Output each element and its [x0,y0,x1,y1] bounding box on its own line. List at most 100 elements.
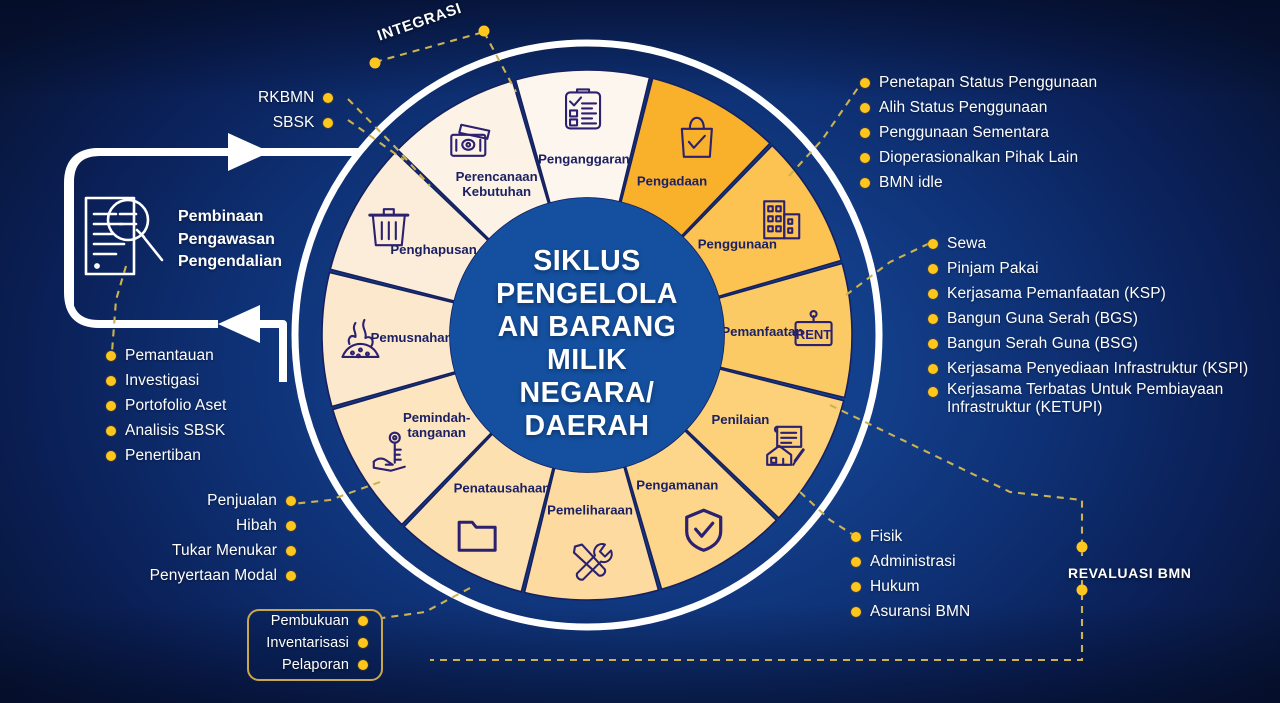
list-item-label: Hibah [236,516,277,534]
bullet-dot-icon [928,387,938,397]
list-item: Penggunaan Sementara [860,120,1097,145]
bullet-dot-icon [928,338,938,349]
list-item-label: Fisik [870,527,903,545]
list-item-label: Kerjasama Terbatas Untuk Pembiayaan Infr… [947,381,1224,416]
list-item-label: Analisis SBSK [125,421,226,439]
list-item-label: SBSK [272,113,315,131]
ring-segment-label: Pengamanan [636,477,718,492]
bullet-dot-icon [286,570,296,581]
list-item-label: Pemantauan [125,346,214,364]
center-line-2: PENGELOLA [496,278,678,311]
bullet-dot-icon [928,313,938,324]
list-item: Pembukuan [247,610,368,632]
pemindahtanganan-items-list: Penjualan Hibah Tukar Menukar Penyertaan… [138,488,296,588]
list-item-label: Alih Status Penggunaan [879,98,1048,116]
list-item: BMN idle [860,170,1097,195]
ring-segment[interactable] [329,150,490,303]
svg-text:RENT: RENT [796,327,831,342]
bullet-dot-icon [928,238,938,249]
list-item: Asuransi BMN [851,599,970,624]
ring-segment[interactable] [684,367,845,520]
list-item: Administrasi [851,549,970,574]
list-item: Inventarisasi [247,632,368,654]
document-magnifier-icon [84,196,164,276]
list-item-label: Penetapan Status Penggunaan [879,73,1098,91]
bullet-dot-icon [860,102,870,113]
list-item-label: Pelaporan [281,657,349,673]
list-item-label: RKBMN [258,88,315,106]
list-item-label: Bangun Serah Guna (BSG) [947,334,1138,352]
list-item-label: Penertiban [125,446,201,464]
center-line-4: MILIK [546,344,628,377]
shield-check-icon [685,508,723,552]
center-line-5: NEGARA/ [519,377,655,410]
list-item-label: Inventarisasi [266,635,349,651]
bullet-dot-icon [851,606,861,617]
list-item-label: Dioperasionalkan Pihak Lain [879,148,1079,166]
ring-segment[interactable] [402,432,555,593]
wrench-screwdriver-icon [572,543,613,581]
bullet-dot-icon [358,638,368,648]
burning-waste-icon [341,318,380,359]
bullet-dot-icon [369,57,381,69]
buildings-icon [763,200,801,240]
list-item-label: Hukum [870,577,920,595]
ring-segment-label: Pemusnahan [371,330,453,345]
list-item-label: Kerjasama Pemanfaatan (KSP) [947,284,1166,302]
list-item-label: Portofolio Aset [125,396,227,414]
center-line-1: SIKLUS [533,245,641,277]
pemanfaatan-items-list: Sewa Pinjam Pakai Kerjasama Pemanfaatan … [928,231,1248,417]
bullet-dot-icon [928,263,938,274]
list-item-label: BMN idle [879,173,943,191]
pembinaan-line-2: Pengawasan [178,230,275,248]
ring-segment-label: Penganggaran [538,152,630,167]
pengamanan-items-list: Fisik Administrasi Hukum Asuransi BMN [851,524,970,624]
list-item-label: Sewa [947,234,987,252]
bullet-dot-icon [358,616,368,626]
list-item-label: Asuransi BMN [870,602,971,620]
center-line-6: DAERAH [524,410,650,443]
banknotes-icon [450,123,491,157]
bullet-dot-icon [860,127,870,138]
bullet-dot-icon [478,25,490,37]
hand-key-icon [372,431,406,472]
list-item: Bangun Guna Serah (BGS) [928,306,1248,331]
bullet-dot-icon [323,92,334,103]
bullet-dot-icon [860,152,870,163]
folder-icon [457,520,497,552]
list-item-label: Administrasi [870,552,956,570]
list-item: Pinjam Pakai [928,256,1248,281]
list-item: SBSK [258,110,334,135]
list-item: Sewa [928,231,1248,256]
feedback-loop-arrows [64,133,360,382]
pembinaan-line-3: Pengendalian [178,253,283,271]
center-title: SIKLUS PENGELOLA AN BARANG MILIK NEGARA/… [462,245,712,443]
list-item-label: Penggunaan Sementara [879,123,1050,141]
trash-bin-icon [368,208,410,247]
pembinaan-block: Pembinaan Pengawasan Pengendalian [178,206,358,274]
list-item: Portofolio Aset [106,393,226,418]
bullet-dot-icon [860,177,870,188]
ring-segment-label: Pemindah-tanganan [403,410,470,440]
ring-segment-label: Pengadaan [637,174,707,189]
bullet-dot-icon [106,400,116,411]
ring-segment-label: Pemanfaatan [721,324,803,339]
clipboard-check-icon [564,88,602,130]
bullet-dot-icon [1076,584,1088,596]
list-item-label: Investigasi [125,371,200,389]
bmn-cycle-donut: Penganggaran Pengadaan Penggunaan Pemanf… [321,69,853,601]
bullet-dot-icon [851,531,861,542]
connector-lines [110,30,1084,662]
list-item-label: Kerjasama Penyediaan Infrastruktur (KSPI… [947,359,1249,377]
list-item-label: Bangun Guna Serah (BGS) [947,309,1138,327]
list-item: Penyertaan Modal [138,563,296,588]
rent-sign-icon: RENT [794,309,833,347]
shopping-bag-check-icon [680,116,713,158]
bullet-dot-icon [106,375,116,386]
bullet-dot-icon [286,495,296,506]
bullet-dot-icon [851,556,861,567]
revaluasi-bmn-label: REVALUASI BMN [1068,565,1192,581]
list-item: Pelaporan [247,654,368,676]
